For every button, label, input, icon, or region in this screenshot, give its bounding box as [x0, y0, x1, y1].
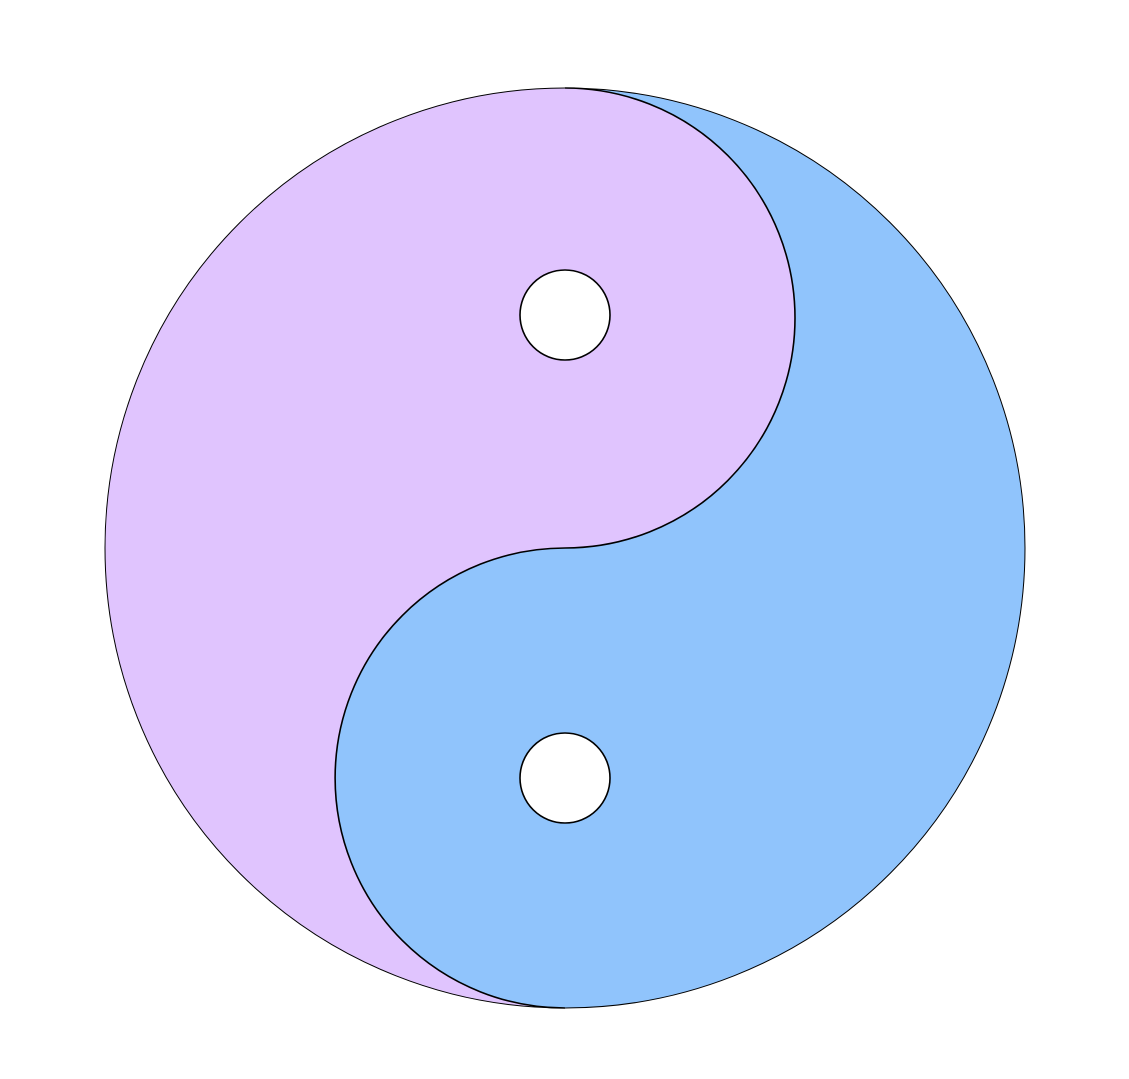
- lower-eye-dot: [519, 732, 611, 824]
- outer-rim: [104, 87, 1026, 1009]
- divider-curve: [334, 87, 796, 1009]
- upper-eye-dot: [519, 269, 611, 361]
- yang-half: [335, 88, 1025, 1008]
